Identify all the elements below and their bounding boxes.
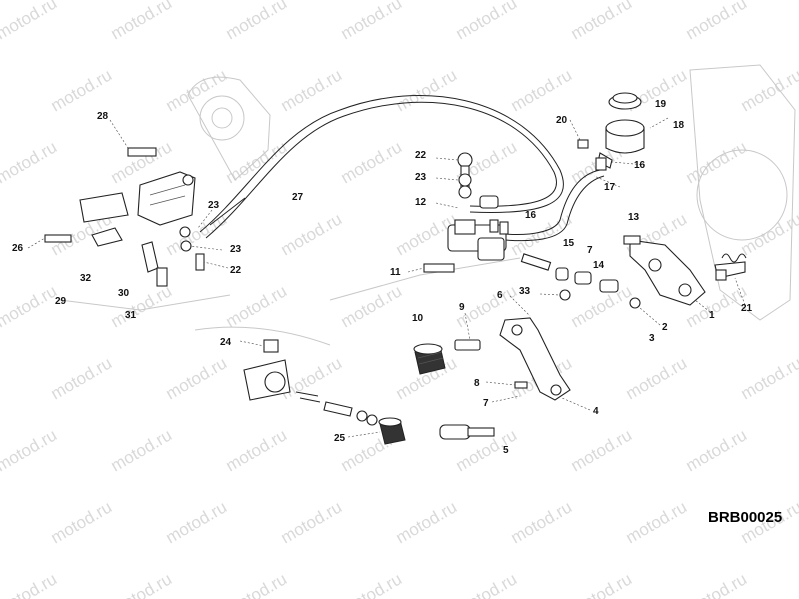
callout-number: 23 <box>208 200 220 211</box>
watermark-text: motod.ru <box>738 209 799 259</box>
callout-number: 7 <box>483 398 489 409</box>
callout-number: 22 <box>230 265 242 276</box>
watermark-text: motod.ru <box>338 569 406 599</box>
watermark-text: motod.ru <box>0 425 60 475</box>
callout-number: 22 <box>415 150 427 161</box>
callout-number: 30 <box>118 288 130 299</box>
callout-number: 23 <box>415 172 427 183</box>
callout-number: 8 <box>474 378 480 389</box>
watermark-text: motod.ru <box>683 0 751 43</box>
watermark-text: motod.ru <box>163 353 231 403</box>
callout-number: 1 <box>709 310 715 321</box>
watermark-text: motod.ru <box>623 497 691 547</box>
callout-number: 4 <box>593 406 599 417</box>
callout-number: 23 <box>230 244 242 255</box>
watermark-text: motod.ru <box>0 281 60 331</box>
watermark-text: motod.ru <box>108 425 176 475</box>
callout-number: 20 <box>556 115 568 126</box>
callout-number: 33 <box>519 286 531 297</box>
fluid-reservoir <box>577 92 645 171</box>
watermark-text: motod.ru <box>683 137 751 187</box>
callout-number: 24 <box>220 337 232 348</box>
caliper-bracket <box>44 147 205 287</box>
callout-number: 32 <box>80 273 92 284</box>
watermark-text: motod.ru <box>0 137 60 187</box>
callout-number: 3 <box>649 333 655 344</box>
watermark-text: motod.ru <box>108 569 176 599</box>
rubber-boot <box>413 343 446 375</box>
callout-number: 21 <box>741 303 753 314</box>
watermark-text: motod.ru <box>48 65 116 115</box>
master-cylinder <box>423 152 509 273</box>
watermark-text: motod.ru <box>738 353 799 403</box>
watermark-text: motod.ru <box>508 497 576 547</box>
callout-number: 12 <box>415 197 427 208</box>
watermark-text: motod.ru <box>0 0 60 43</box>
watermark-text: motod.ru <box>568 569 636 599</box>
watermark-text: motod.ru <box>223 569 291 599</box>
callout-number: 25 <box>334 433 346 444</box>
callout-number: 19 <box>655 99 667 110</box>
reservoir-hose <box>504 169 605 242</box>
watermark-text: motod.ru <box>393 65 461 115</box>
watermark-text: motod.ru <box>278 209 346 259</box>
watermark-text: motod.ru <box>738 65 799 115</box>
callout-number: 16 <box>525 210 537 221</box>
watermark-text: motod.ru <box>48 353 116 403</box>
leader-lines <box>27 117 746 438</box>
callout-number: 16 <box>634 160 646 171</box>
watermark-text: motod.ru <box>453 0 521 43</box>
background-frame-outline <box>59 64 796 346</box>
watermark-text: motod.ru <box>223 425 291 475</box>
watermark-text: motod.ru <box>48 497 116 547</box>
watermark-text: motod.ru <box>108 0 176 43</box>
callout-number: 2 <box>662 322 668 333</box>
callout-number: 26 <box>12 243 24 254</box>
watermark-text: motod.ru <box>278 65 346 115</box>
watermark-text: motod.ru <box>683 569 751 599</box>
diagram-code-label: BRB00025 <box>708 509 782 526</box>
watermark-text: motod.ru <box>223 281 291 331</box>
callout-number: 15 <box>563 238 575 249</box>
rear-slave-cylinder <box>243 339 406 445</box>
callout-number: 7 <box>587 245 593 256</box>
watermark-text: motod.ru <box>623 353 691 403</box>
watermark-text: motod.ru <box>163 497 231 547</box>
callout-labels: 2826322930312323222722231216201918161715… <box>12 99 753 456</box>
callout-number: 17 <box>604 182 616 193</box>
callout-number: 11 <box>390 267 401 278</box>
watermark-text: motod.ru <box>568 0 636 43</box>
brake-hose <box>199 95 564 239</box>
pedal-arm <box>439 317 571 440</box>
callout-number: 29 <box>55 296 67 307</box>
watermark-text: motod.ru <box>338 0 406 43</box>
watermark-text: motod.ru <box>0 569 60 599</box>
watermark-text: motod.ru <box>568 425 636 475</box>
return-spring <box>715 253 747 281</box>
callout-number: 27 <box>292 192 304 203</box>
watermark-text: motod.ru <box>278 497 346 547</box>
watermark-text: motod.ru <box>683 425 751 475</box>
callout-number: 10 <box>412 313 424 324</box>
watermark-text: motod.ru <box>508 65 576 115</box>
callout-number: 13 <box>628 212 640 223</box>
watermark-text: motod.ru <box>453 569 521 599</box>
callout-number: 9 <box>459 302 465 313</box>
callout-number: 28 <box>97 111 109 122</box>
watermark-text: motod.ru <box>393 497 461 547</box>
callout-number: 14 <box>593 260 605 271</box>
callout-number: 18 <box>673 120 685 131</box>
callout-number: 5 <box>503 445 509 456</box>
watermark-text: motod.ru <box>223 0 291 43</box>
watermark-text: motod.ru <box>223 137 291 187</box>
callout-number: 31 <box>125 310 137 321</box>
watermark-text: motod.ru <box>338 137 406 187</box>
callout-number: 6 <box>497 290 503 301</box>
